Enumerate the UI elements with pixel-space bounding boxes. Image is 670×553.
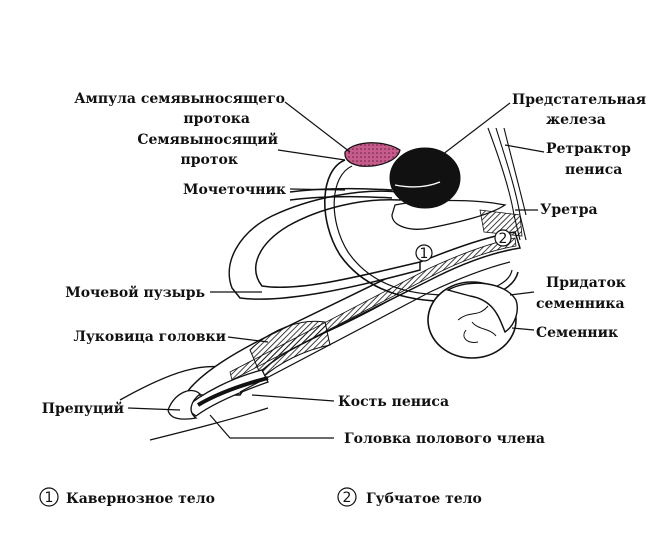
leader-lines	[127, 101, 545, 439]
ampulla	[344, 142, 401, 167]
label-epididymis-1: Придаток	[546, 275, 626, 291]
epididymis	[446, 282, 518, 334]
label-prepuce: Препуций	[42, 400, 124, 417]
label-vas-1: Семявыносящий	[137, 131, 278, 148]
os-penis	[196, 376, 269, 407]
label-bladder: Мочевой пузырь	[65, 284, 205, 301]
skin-contour-lower	[149, 407, 269, 441]
label-retractor-2: пениса	[565, 162, 622, 178]
label-prostate-1: Предстательная	[512, 92, 646, 108]
prepuce-fold	[167, 389, 201, 420]
legend-item1-marker: 1	[45, 490, 54, 506]
label-bulb: Луковица головки	[73, 329, 226, 345]
label-urethra: Уретра	[540, 202, 598, 218]
marker-2-circle	[494, 229, 512, 247]
legend: 1 Кавернозное тело 2 Губчатое тело	[39, 487, 482, 507]
label-glans: Головка полового члена	[344, 431, 545, 447]
urethra	[239, 261, 511, 393]
urethra-spongy	[479, 209, 523, 237]
legend-item2-circle	[337, 487, 357, 507]
prostate-gland	[389, 147, 461, 209]
legend-item2-marker: 2	[343, 490, 352, 506]
legend-item1-circle	[39, 487, 59, 507]
ureter-2	[289, 195, 393, 201]
testis-vessels	[457, 305, 497, 343]
bulbus-glandis	[249, 320, 331, 379]
label-ampulla-1: Ампула семявыносящего	[74, 91, 285, 107]
marker-2-text: 2	[499, 231, 508, 247]
label-testis: Семенник	[536, 325, 618, 341]
retractor-muscle-3	[503, 127, 527, 216]
ureter	[289, 187, 393, 193]
label-retractor-1: Ретрактор	[546, 141, 631, 157]
label-epididymis-2: семенника	[536, 296, 625, 312]
marker-1-text: 1	[420, 246, 429, 262]
legend-item2-text: Губчатое тело	[366, 491, 482, 507]
label-ampulla-2: протока	[183, 111, 250, 127]
label-prostate-2: железа	[546, 112, 606, 128]
label-os-penis: Кость пениса	[338, 394, 449, 410]
label-ureter: Мочеточник	[183, 182, 286, 198]
prostate-duct	[394, 181, 441, 188]
retractor-muscle-2	[495, 127, 527, 241]
urinary-bladder	[228, 190, 421, 300]
label-vas-2: проток	[181, 152, 239, 168]
marker-1-circle	[415, 244, 433, 262]
legend-item1-text: Кавернозное тело	[66, 491, 215, 507]
retractor-muscle	[487, 127, 521, 241]
